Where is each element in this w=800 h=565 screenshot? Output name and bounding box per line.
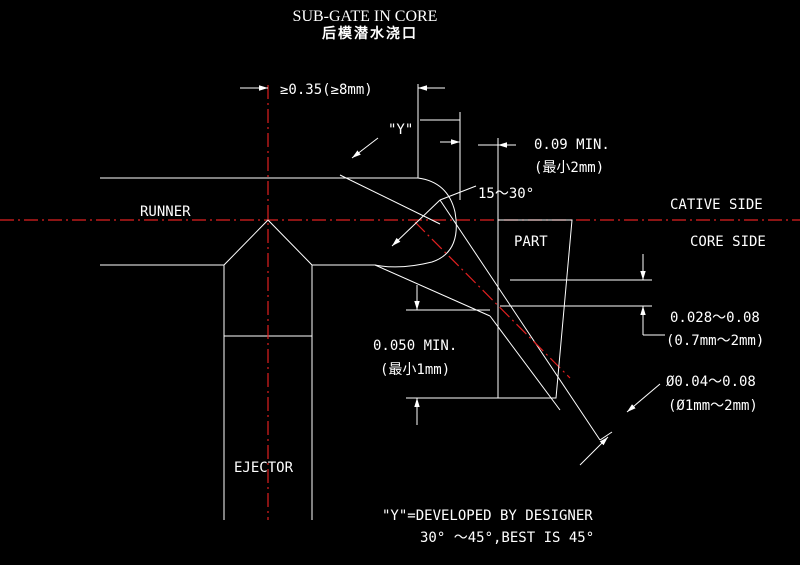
gate-tip-wall [489, 315, 561, 411]
runner-outline [100, 177, 457, 520]
title: SUB-GATE IN CORE [293, 8, 438, 25]
note-line-2: 30° ～45°,BEST IS 45° [420, 530, 594, 546]
top-width-dimension: ≥0.35(≥8mm) [280, 82, 373, 98]
gate-lower-wall [374, 264, 491, 317]
ejector-cone [223, 219, 313, 266]
depth-mm-dimension: (0.7mm～2mm) [666, 333, 764, 349]
gate-angle-label: 15～30° [478, 186, 534, 202]
depth-dimension: 0.028～0.08 [670, 310, 760, 326]
ejector-left-wall [100, 264, 225, 520]
part-section [497, 219, 573, 399]
ejector-label: EJECTOR [234, 460, 294, 476]
min-050-label: 0.050 MIN. [373, 338, 457, 354]
y-angle-ref-line [339, 174, 441, 225]
part-label: PART [514, 234, 548, 250]
subtitle-cn: 后模潜水浇口 [322, 25, 418, 42]
y-angle-label: "Y" [388, 122, 413, 138]
core-side-label: CORE SIDE [690, 234, 766, 250]
min-009-cn-label: (最小2mm) [534, 160, 604, 176]
min-050-cn-label: (最小1mm) [380, 362, 450, 378]
runner-label: RUNNER [140, 204, 191, 220]
gate-upper-wall [439, 199, 601, 441]
note-line-1: "Y"=DEVELOPED BY DESIGNER [382, 508, 593, 524]
diameter-mm-dimension: (Ø1mm～2mm) [668, 398, 758, 414]
diameter-dimension: Ø0.04～0.08 [666, 374, 756, 390]
gate-centerline [414, 221, 571, 379]
min-009-label: 0.09 MIN. [534, 137, 610, 153]
cative-side-label: CATIVE SIDE [670, 197, 763, 213]
